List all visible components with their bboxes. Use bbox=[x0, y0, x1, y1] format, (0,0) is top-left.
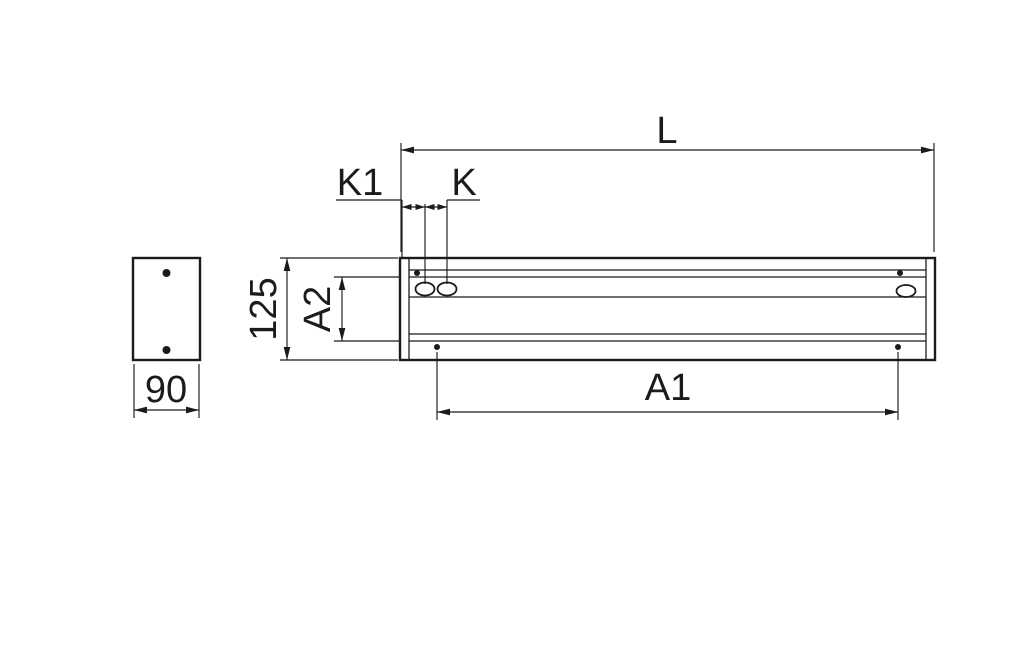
dimension-label-l: L bbox=[656, 110, 677, 152]
dimension-label-k1: K1 bbox=[337, 162, 383, 204]
dimension-label-a2: A2 bbox=[297, 286, 339, 332]
screw-dot-top-left bbox=[414, 270, 420, 276]
dimension-A1: A1 bbox=[436, 352, 899, 420]
dimension-label-125: 125 bbox=[243, 277, 285, 340]
fixing-hole-bottom-left bbox=[434, 344, 440, 350]
dimension-90: 90 bbox=[133, 364, 200, 418]
fixing-hole-bottom-right bbox=[895, 344, 901, 350]
dimension-125: 125 bbox=[243, 257, 398, 361]
dimension-label-a1: A1 bbox=[645, 367, 691, 409]
dimension-L: L bbox=[400, 110, 935, 252]
dimension-label-90: 90 bbox=[145, 369, 187, 411]
slot-hole-left-2 bbox=[436, 281, 458, 297]
side-view bbox=[131, 256, 202, 362]
dimension-K: K bbox=[425, 162, 480, 284]
dimension-label-k: K bbox=[451, 162, 476, 204]
mounting-hole-bottom bbox=[162, 346, 171, 354]
side-view-outline bbox=[131, 256, 202, 362]
front-view bbox=[398, 256, 937, 362]
screw-dot-top-right bbox=[897, 270, 903, 276]
profile-lines bbox=[409, 269, 926, 342]
slot-hole-left-1 bbox=[414, 281, 436, 297]
dimension-A2: A2 bbox=[297, 276, 399, 342]
front-view-outline bbox=[398, 256, 937, 362]
mounting-hole-top bbox=[162, 269, 171, 277]
dimension-K1: K1 bbox=[336, 162, 426, 284]
slot-hole-right bbox=[895, 284, 917, 298]
